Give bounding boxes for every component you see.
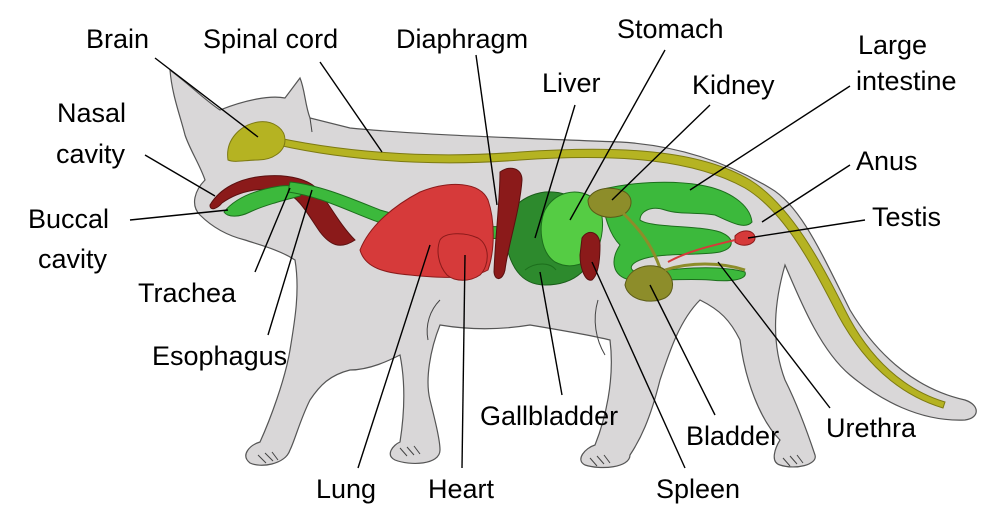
- leader-stomach: [569, 49, 666, 221]
- leader-esophagus: [267, 189, 313, 336]
- hind-paw-toes-right: [782, 454, 804, 467]
- leg-crease-2: [594, 299, 606, 356]
- leader-lines: [129, 49, 866, 469]
- front-paw-toes-left: [257, 451, 279, 464]
- leader-urethra: [717, 261, 831, 409]
- spinal-cord: [264, 134, 946, 409]
- label-anus: Anus: [856, 146, 918, 176]
- front-paw-toes-right: [399, 445, 421, 457]
- leader-large-intestine: [689, 85, 851, 191]
- label-trachea: Trachea: [138, 278, 237, 308]
- leader-liver: [534, 104, 576, 239]
- label-heart: Heart: [428, 474, 495, 504]
- label-testis: Testis: [872, 202, 941, 232]
- label-nasal-cavity-line2: cavity: [56, 139, 126, 169]
- diaphragm-shape: [493, 167, 523, 279]
- nervous-system: [227, 121, 946, 409]
- leader-spleen: [591, 261, 686, 469]
- label-buccal-cavity-line1: Buccal: [28, 204, 109, 234]
- leader-nasal-cavity: [144, 154, 216, 197]
- label-buccal-cavity-line2: cavity: [38, 244, 108, 274]
- label-spinal-cord: Spinal cord: [203, 24, 338, 54]
- label-spleen: Spleen: [656, 474, 740, 504]
- label-brain: Brain: [86, 24, 149, 54]
- label-bladder: Bladder: [686, 421, 779, 451]
- leader-testis: [747, 219, 866, 239]
- leader-diaphragm: [475, 54, 498, 206]
- testis-shape: [734, 230, 756, 246]
- buccal-cavity-shape: [223, 185, 302, 217]
- label-stomach: Stomach: [617, 14, 724, 44]
- leader-brain: [154, 57, 259, 138]
- leader-heart: [461, 254, 466, 469]
- hind-paw-toes-left: [589, 454, 611, 467]
- leader-gallbladder: [539, 271, 563, 396]
- label-urethra: Urethra: [826, 413, 917, 443]
- label-esophagus: Esophagus: [152, 341, 287, 371]
- leader-buccal-cavity: [129, 209, 229, 221]
- thorax: [359, 167, 601, 281]
- kidney-shape: [587, 187, 632, 218]
- leader-lung: [357, 244, 431, 469]
- labels: Brain Spinal cord Diaphragm Stomach Larg…: [28, 14, 957, 504]
- label-kidney: Kidney: [692, 70, 775, 100]
- ureter: [620, 210, 662, 269]
- label-large-intestine-line2: intestine: [856, 66, 957, 96]
- label-lung: Lung: [316, 474, 376, 504]
- leader-kidney: [611, 104, 711, 201]
- label-gallbladder: Gallbladder: [480, 401, 618, 431]
- gallbladder-shape: [524, 263, 557, 271]
- leader-anus: [761, 164, 851, 223]
- leader-trachea: [254, 187, 291, 273]
- urinary-system: [587, 187, 756, 302]
- leader-bladder: [649, 284, 716, 416]
- bladder-shape: [624, 265, 673, 302]
- label-large-intestine-line1: Large: [858, 30, 927, 60]
- testis-duct: [667, 239, 736, 263]
- label-liver: Liver: [542, 68, 601, 98]
- leader-spinal-cord: [319, 61, 383, 153]
- urethra-shape: [664, 262, 746, 272]
- label-nasal-cavity-line1: Nasal: [57, 98, 126, 128]
- leg-crease-1: [426, 299, 441, 341]
- brain: [227, 121, 286, 162]
- ear-crease: [309, 117, 313, 133]
- label-diaphragm: Diaphragm: [396, 24, 528, 54]
- heart-shape: [437, 233, 488, 281]
